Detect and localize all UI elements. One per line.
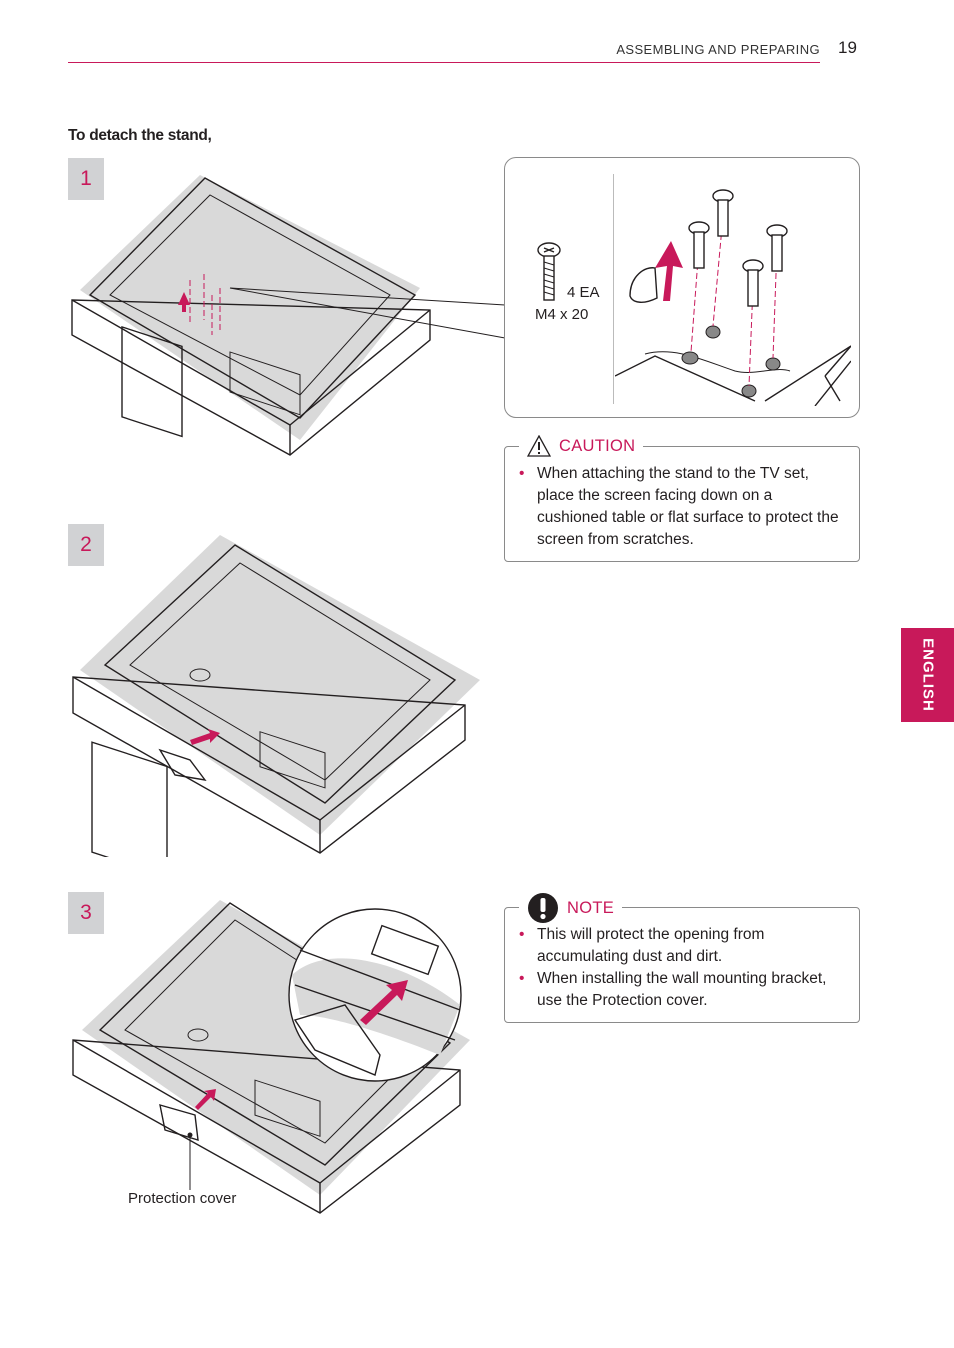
caution-title: CAUTION [559, 436, 636, 455]
language-tab: ENGLISH [901, 628, 954, 722]
step-1-illustration [71, 175, 506, 456]
step-3-illustration [72, 900, 470, 1214]
detail-divider [613, 174, 614, 404]
step-3-badge: 3 [68, 892, 104, 934]
caution-item: When attaching the stand to the TV set, … [519, 463, 839, 551]
screw-size: M4 x 20 [535, 306, 589, 323]
language-tab-label: ENGLISH [919, 638, 936, 712]
screw-icon [537, 242, 561, 301]
screw-quantity: 4 EA [567, 284, 600, 301]
step-2-badge: 2 [68, 524, 104, 566]
note-title: NOTE [567, 898, 615, 917]
step-1-badge: 1 [68, 158, 104, 200]
note-list: This will protect the opening from accum… [519, 924, 839, 1012]
protection-cover-label: Protection cover [128, 1190, 237, 1207]
intro-heading: To detach the stand, [68, 127, 212, 144]
warning-triangle-icon [527, 435, 551, 457]
screw-removal-detail [615, 189, 851, 406]
page-number: 19 [838, 38, 857, 57]
step-2-illustration [72, 535, 480, 857]
screw-detail-box: 4 EA M4 x 20 [504, 157, 860, 418]
note-callout: NOTE This will protect the opening from … [504, 892, 860, 1023]
caution-header: CAUTION [519, 435, 644, 457]
caution-list: When attaching the stand to the TV set, … [519, 463, 839, 551]
header-rule [68, 62, 820, 63]
note-item: When installing the wall mounting bracke… [519, 968, 839, 1012]
section-title: ASSEMBLING AND PREPARING [616, 42, 820, 57]
note-header: NOTE [519, 892, 623, 924]
caution-callout: CAUTION When attaching the stand to the … [504, 435, 860, 562]
note-item: This will protect the opening from accum… [519, 924, 839, 968]
exclamation-circle-icon [528, 893, 558, 923]
